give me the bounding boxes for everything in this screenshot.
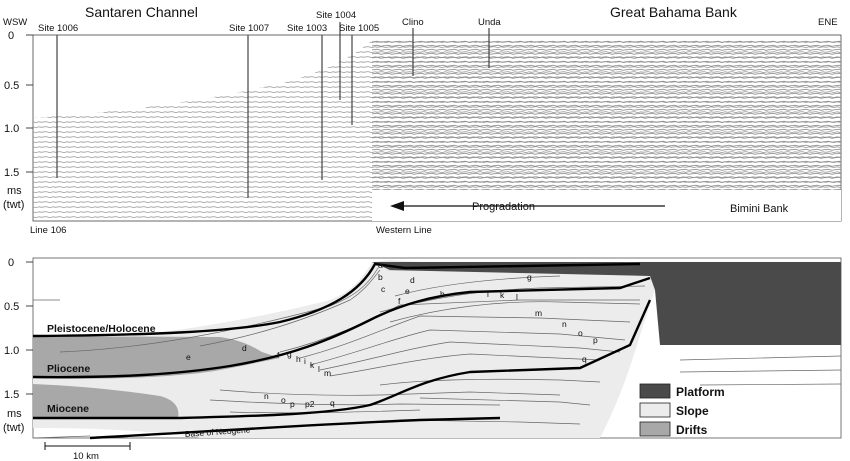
top-tick-0-5: 0.5 xyxy=(4,80,19,92)
horizon-m: m xyxy=(535,308,542,318)
horizon-h: h xyxy=(440,289,445,299)
horizon-n-2: n xyxy=(264,391,269,401)
horizon-i: i xyxy=(487,289,489,299)
horizon-b: b xyxy=(378,272,383,282)
horizon-o: o xyxy=(578,328,583,338)
unda-label: Unda xyxy=(478,17,501,28)
legend-label-slope: Slope xyxy=(676,404,709,418)
drifts-region-miocene xyxy=(33,384,179,419)
legend: Platform Slope Drifts xyxy=(639,383,725,437)
horizon-k-2: k xyxy=(310,360,315,370)
horizon-d-2: d xyxy=(242,343,247,353)
legend-swatch-slope xyxy=(639,402,671,418)
horizon-e-2: e xyxy=(186,352,191,362)
progradation-arrow-head xyxy=(390,201,404,211)
site-1005-label: Site 1005 xyxy=(339,23,379,34)
dir-ene-label: ENE xyxy=(818,17,838,28)
top-axis-unit-twt: (twt) xyxy=(3,199,24,211)
legend-label-platform: Platform xyxy=(676,385,725,399)
bottom-tick-1-0: 1.0 xyxy=(4,345,19,357)
horizon-n: n xyxy=(562,319,567,329)
scale-bar: 10 km xyxy=(44,442,131,461)
horizon-q-2: q xyxy=(330,398,335,408)
horizon-l-2: l xyxy=(318,364,320,374)
dir-wsw-label: WSW xyxy=(3,17,27,28)
horizon-g: g xyxy=(527,272,532,282)
bold-horizons xyxy=(32,262,652,440)
progradation-label: Progradation xyxy=(472,201,535,213)
base-of-neogene-label: Base of Neogene xyxy=(184,424,250,439)
bottom-axis-unit: ms xyxy=(7,408,22,420)
site-1006-label: Site 1006 xyxy=(38,23,78,34)
bottom-time-axis: 0 0.5 1.0 1.5 ms (twt) xyxy=(3,257,33,434)
site-1003-label: Site 1003 xyxy=(287,23,327,34)
horizon-c: c xyxy=(381,284,386,294)
horizon-f-2: f xyxy=(277,350,280,360)
bottom-tick-1-5: 1.5 xyxy=(4,389,19,401)
platform-cap xyxy=(372,262,841,270)
horizon-o-2: o xyxy=(281,395,286,405)
horizon-k: k xyxy=(500,290,505,300)
bottom-axis-unit-twt: (twt) xyxy=(3,422,24,434)
top-tick-1-0: 1.0 xyxy=(4,123,19,135)
unit-miocene: Miocene xyxy=(47,403,89,415)
seismic-reflections-platform xyxy=(372,40,841,190)
thin-reflectors xyxy=(32,267,842,439)
top-time-axis: 0 0.5 1.0 1.5 ms (twt) xyxy=(3,30,33,211)
horizon-q: q xyxy=(582,354,587,364)
clino-label: Clino xyxy=(402,17,424,28)
horizon-f: f xyxy=(398,296,401,306)
horizon-l: l xyxy=(516,292,518,302)
top-axis-unit: ms xyxy=(7,185,22,197)
horizon-a: a xyxy=(378,260,383,270)
horizon-g-2: g xyxy=(287,349,292,359)
bottom-tick-0-5: 0.5 xyxy=(4,301,19,313)
horizon-m-2: m xyxy=(324,368,331,378)
horizon-p2: p2 xyxy=(305,399,315,409)
great-bahama-bank-label: Great Bahama Bank xyxy=(610,4,738,20)
unit-pleistocene-holocene: Pleistocene/Holocene xyxy=(47,323,156,335)
horizon-i-2: i xyxy=(304,356,306,366)
horizon-p-2: p xyxy=(290,399,295,409)
slope-region xyxy=(33,260,655,438)
unit-pliocene: Pliocene xyxy=(47,363,90,375)
legend-label-drifts: Drifts xyxy=(676,423,708,437)
bottom-tick-0: 0 xyxy=(8,257,14,269)
bimini-bank-label: Bimini Bank xyxy=(730,203,789,215)
legend-swatch-drifts xyxy=(639,421,671,437)
top-tick-0: 0 xyxy=(8,30,14,42)
horizon-h-2: h xyxy=(296,354,301,364)
legend-swatch-platform xyxy=(639,383,671,399)
scale-bar-label: 10 km xyxy=(73,451,99,461)
seismic-profile-panel xyxy=(32,22,842,222)
western-line-label: Western Line xyxy=(376,225,432,236)
site-1004-label: Site 1004 xyxy=(316,10,356,21)
horizon-e: e xyxy=(405,286,410,296)
horizon-p: p xyxy=(593,335,598,345)
drill-site-lines xyxy=(56,22,490,198)
platform-region xyxy=(385,264,841,345)
interpretation-panel: a b c d d e e f f g g h h i i k k l l m … xyxy=(32,257,842,440)
site-1007-label: Site 1007 xyxy=(229,23,269,34)
santaren-channel-label: Santaren Channel xyxy=(85,4,198,20)
line-106-label: Line 106 xyxy=(30,225,66,236)
horizon-d: d xyxy=(410,275,415,285)
top-tick-1-5: 1.5 xyxy=(4,167,19,179)
